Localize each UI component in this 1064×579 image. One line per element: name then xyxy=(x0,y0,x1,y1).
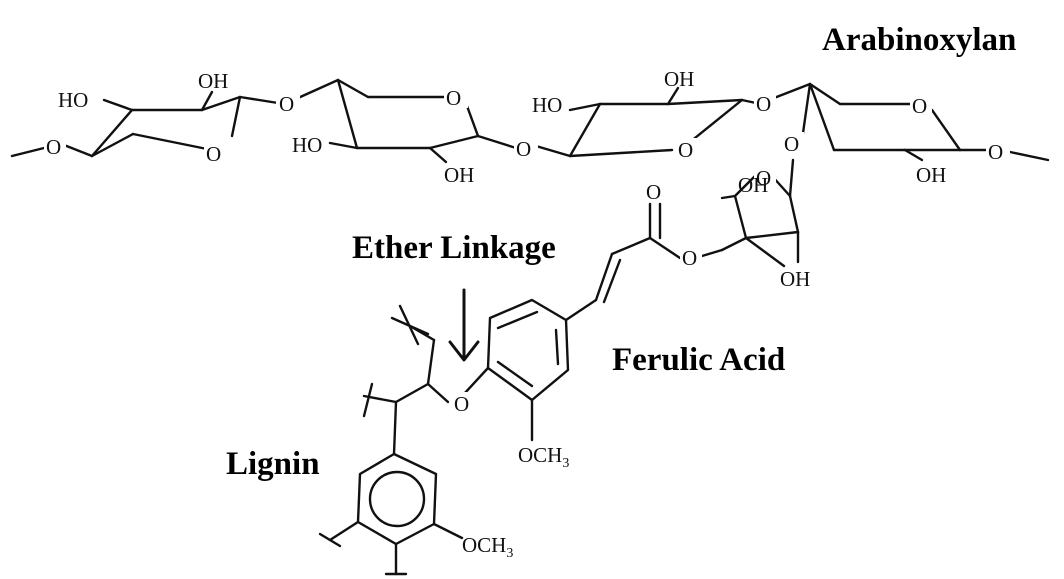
atom-o: O xyxy=(446,86,461,110)
atom-och3: OCH3 xyxy=(462,533,513,561)
ether-linkage-arrow xyxy=(448,288,480,362)
arabinoxylan-label: Arabinoxylan xyxy=(822,22,1016,58)
atom-o: O xyxy=(784,132,799,156)
atom-o: O xyxy=(46,135,61,159)
atom-labels: O HO OH O O HO O OH O HO OH O O O OH O O… xyxy=(44,67,1010,561)
ferulic-acid-bonds xyxy=(564,202,682,322)
atom-o: O xyxy=(454,392,469,416)
arabinose-ring xyxy=(700,158,800,268)
atom-o: O xyxy=(756,92,771,116)
ferulic-acid-label: Ferulic Acid xyxy=(612,342,785,378)
atom-och3: OCH3 xyxy=(518,443,569,471)
atom-oh: OH xyxy=(444,163,474,187)
atom-o: O xyxy=(988,140,1003,164)
atom-oh: OH xyxy=(916,163,946,187)
atom-oh: OH xyxy=(198,69,228,93)
xylose-ring-4 xyxy=(772,82,1050,162)
atom-ho: HO xyxy=(292,133,322,157)
xylose-ring-3 xyxy=(534,86,758,158)
atom-oh: OH xyxy=(780,267,810,291)
atom-o: O xyxy=(516,137,531,161)
atom-o: O xyxy=(279,92,294,116)
atom-oh: OH xyxy=(738,173,768,197)
xylose-ring-1 xyxy=(10,90,280,158)
atom-ho: HO xyxy=(532,93,562,117)
atom-ho: HO xyxy=(58,88,88,112)
atom-o: O xyxy=(646,180,661,204)
ferulate-aromatic-ring xyxy=(462,298,570,442)
atom-o: O xyxy=(678,138,693,162)
lignin-label: Lignin xyxy=(226,446,320,482)
atom-o: O xyxy=(682,246,697,270)
lignin-bonds xyxy=(318,304,464,576)
atom-o: O xyxy=(912,94,927,118)
atom-oh: OH xyxy=(664,67,694,91)
ether-linkage-label: Ether Linkage xyxy=(352,230,556,266)
atom-o: O xyxy=(206,142,221,166)
xylose-ring-2 xyxy=(296,78,518,164)
atom-o: O xyxy=(756,166,771,190)
